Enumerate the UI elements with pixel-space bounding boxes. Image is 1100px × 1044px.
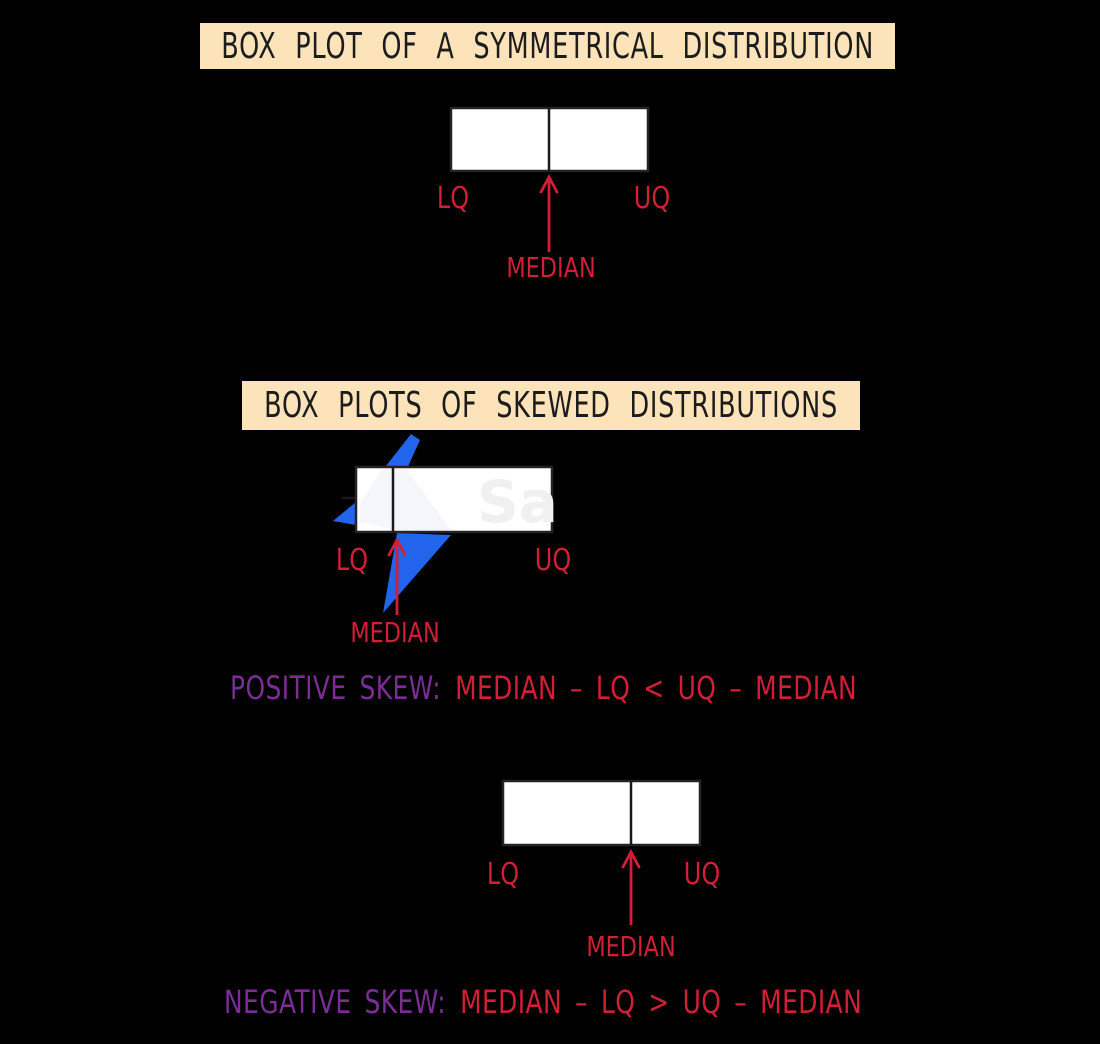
bolt-highlight-bottom <box>383 533 451 613</box>
positive-median-arrowhead <box>387 537 407 557</box>
negative-skew-expression: MEDIAN – LQ > UQ – MEDIAN <box>460 983 863 1021</box>
negative-skew-box <box>501 779 702 847</box>
negative-median-label: MEDIAN <box>586 929 675 962</box>
positive-skew-expression: MEDIAN – LQ < UQ – MEDIAN <box>455 669 858 707</box>
skewed-title-text: BOX PLOTS OF SKEWED DISTRIBUTIONS <box>264 385 838 426</box>
symmetrical-median-label: MEDIAN <box>506 250 595 283</box>
positive-lq-label: LQ <box>336 543 368 577</box>
symmetrical-boxplot-figure: LQ UQ MEDIAN <box>437 106 670 284</box>
symmetrical-median-arrowhead <box>539 174 559 194</box>
positive-skew-formula: POSITIVE SKEW: MEDIAN – LQ < UQ – MEDIAN <box>230 670 857 706</box>
negative-skew-label: NEGATIVE SKEW: <box>224 983 447 1021</box>
negative-median-arrowhead <box>621 849 641 869</box>
negative-lq-label: LQ <box>487 857 519 891</box>
positive-skew-label: POSITIVE SKEW: <box>230 669 442 707</box>
negative-skew-formula: NEGATIVE SKEW: MEDIAN – LQ > UQ – MEDIAN <box>224 984 862 1020</box>
watermark-text: Sa <box>477 468 558 536</box>
bolt-highlight-left <box>333 502 356 525</box>
bolt-highlight-through-box <box>360 469 451 530</box>
symmetrical-title-banner: BOX PLOT OF A SYMMETRICAL DISTRIBUTION <box>200 23 895 69</box>
symmetrical-uq-label: UQ <box>634 181 670 215</box>
positive-median-label: MEDIAN <box>350 615 439 648</box>
positive-uq-label: UQ <box>535 543 571 577</box>
symmetrical-lq-label: LQ <box>437 181 469 215</box>
negative-uq-label: UQ <box>684 857 720 891</box>
bolt-highlight-top <box>382 434 420 471</box>
negative-skew-boxplot-figure: LQ UQ MEDIAN <box>487 779 720 963</box>
positive-skew-boxplot-figure: Sa LQ UQ MEDIAN <box>333 434 571 649</box>
skewed-title-banner: BOX PLOTS OF SKEWED DISTRIBUTIONS <box>242 381 860 430</box>
symmetrical-title-text: BOX PLOT OF A SYMMETRICAL DISTRIBUTION <box>221 25 874 67</box>
